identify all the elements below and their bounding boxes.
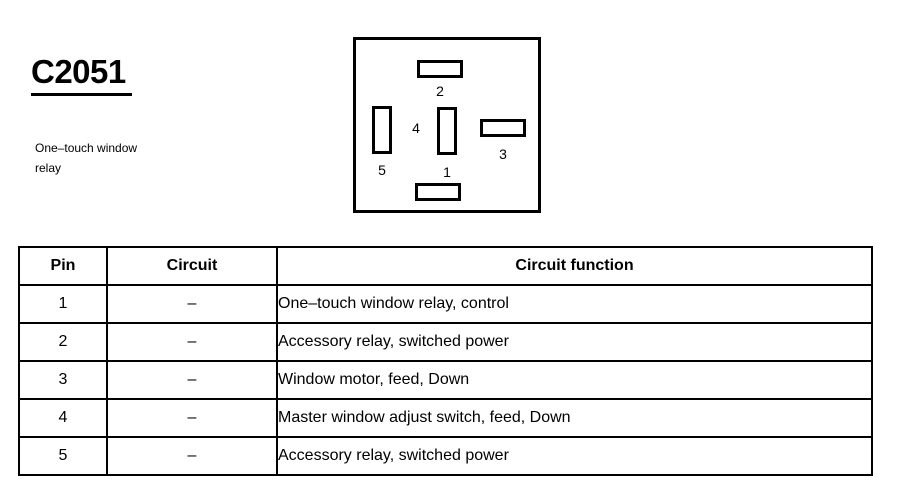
cell-pin: 3 [18,360,108,400]
cavity-label-2: 2 [436,83,444,99]
table-row: 5 – Accessory relay, switched power [18,436,873,476]
table-header-row: Pin Circuit Circuit function [18,246,873,286]
cell-pin: 1 [18,284,108,324]
cavity-label-5: 5 [378,162,386,178]
cell-circuit-function: Window motor, feed, Down [276,360,873,400]
table-row: 4 – Master window adjust switch, feed, D… [18,398,873,438]
cell-circuit: – [106,360,278,400]
connector-face-diagram: 2 5 4 1 3 [353,37,541,213]
pin-table-container: Pin Circuit Circuit function 1 – One–tou… [18,246,873,476]
cell-circuit: – [106,284,278,324]
cell-pin: 5 [18,436,108,476]
title-underline-rule [31,93,132,96]
connector-id-title: C2051 [31,53,126,90]
cavity-1 [415,183,461,201]
table-row: 2 – Accessory relay, switched power [18,322,873,362]
cell-circuit: – [106,436,278,476]
cell-circuit: – [106,398,278,438]
cell-circuit-function: Accessory relay, switched power [276,322,873,362]
cavity-5 [372,106,392,154]
connector-description: One–touch window relay [35,138,210,178]
header-circuit: Circuit [106,246,278,286]
cell-circuit-function: Master window adjust switch, feed, Down [276,398,873,438]
cell-circuit: – [106,322,278,362]
connector-description-line-2: relay [35,161,62,175]
header-circuit-function: Circuit function [276,246,873,286]
cell-circuit-function: One–touch window relay, control [276,284,873,324]
cavity-4 [437,107,457,155]
cavity-label-4: 4 [412,120,420,136]
table-row: 1 – One–touch window relay, control [18,284,873,324]
cavity-label-3: 3 [499,146,507,162]
cavity-2 [417,60,463,78]
cavity-3 [480,119,526,137]
table-row: 3 – Window motor, feed, Down [18,360,873,400]
cavity-label-1: 1 [443,164,451,180]
header-pin: Pin [18,246,108,286]
cell-pin: 4 [18,398,108,438]
pin-table: Pin Circuit Circuit function 1 – One–tou… [18,246,873,476]
cell-pin: 2 [18,322,108,362]
connector-description-line-1: One–touch window [35,141,138,155]
cell-circuit-function: Accessory relay, switched power [276,436,873,476]
